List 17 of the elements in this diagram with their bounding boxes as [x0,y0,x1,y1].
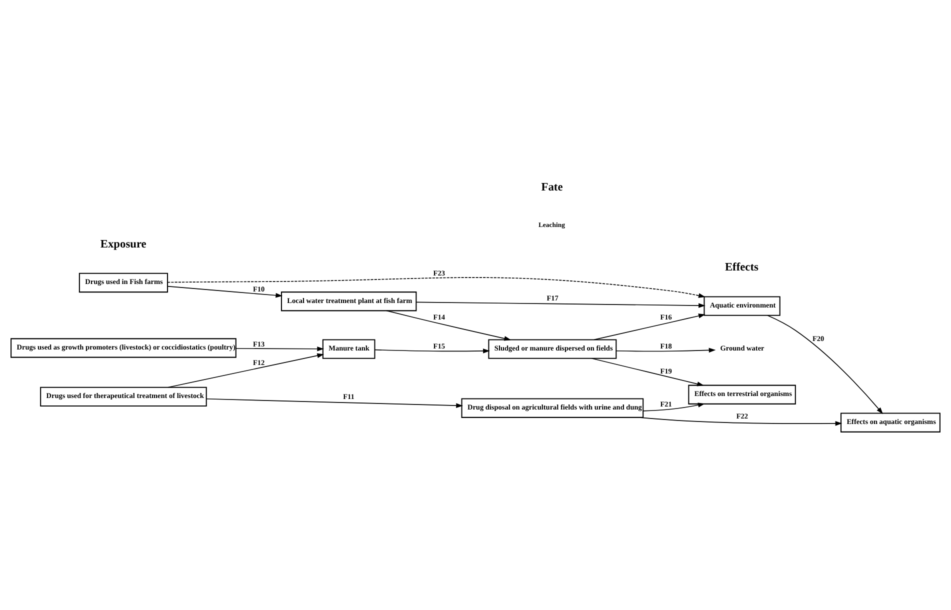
label: Exposure [100,238,146,250]
arrow [591,358,704,386]
arrow [642,402,705,412]
arrow [236,346,324,352]
arrow [616,348,716,353]
arrow [167,286,283,298]
arrow [416,302,706,308]
label: Effects [724,262,758,274]
arrow [206,398,463,408]
arrow [638,417,842,426]
arrow [168,353,324,388]
arrow [386,310,512,341]
arrow [767,315,884,414]
label: Fate [541,181,563,194]
arrow [594,314,706,340]
arrow [374,348,490,354]
arrow [167,277,706,298]
